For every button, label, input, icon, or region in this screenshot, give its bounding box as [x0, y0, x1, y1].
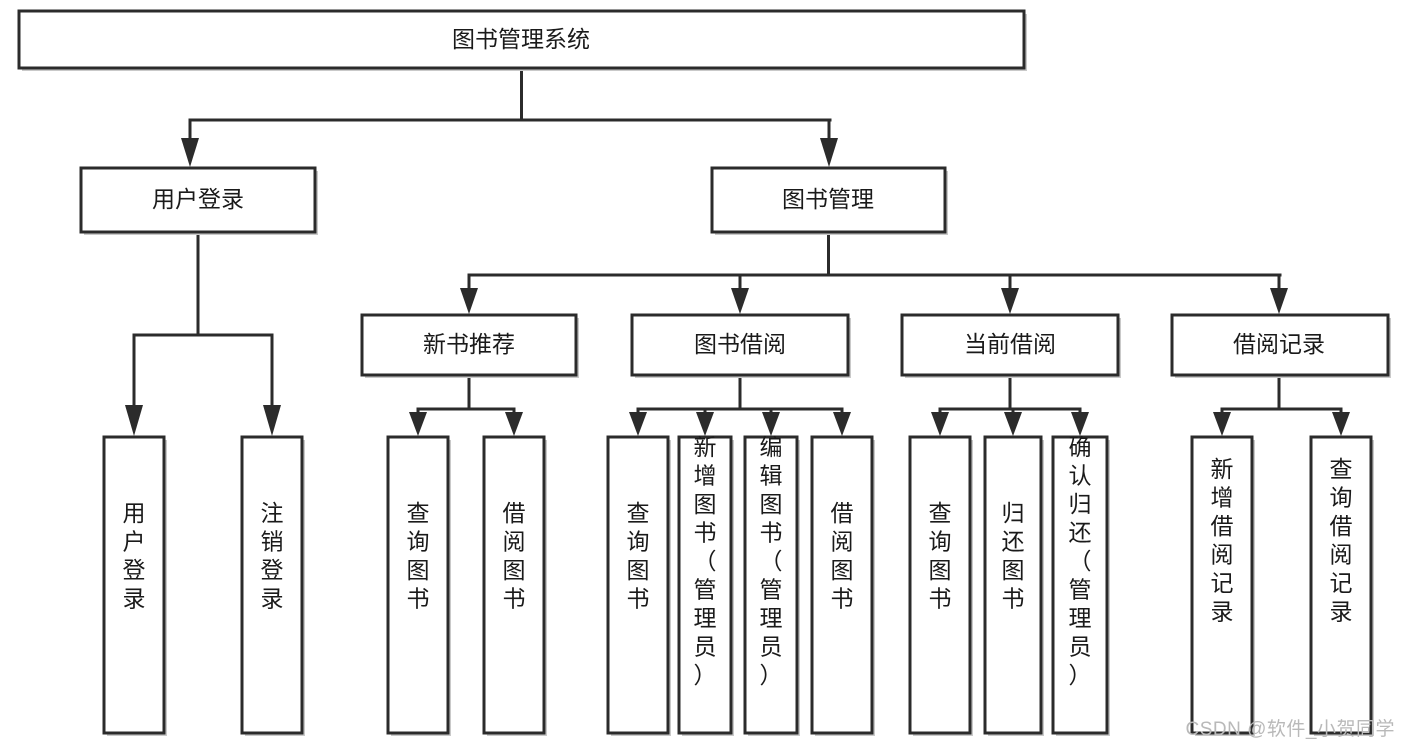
node-leaf-confirm-return-admin[interactable]	[1051, 435, 1110, 736]
node-root-book-management-system[interactable]: 图书管理系统	[17, 9, 1027, 71]
leaf-add-book-admin-label: 新增图书（管理员）	[694, 434, 717, 688]
node-leaf-logout-login[interactable]	[240, 435, 305, 736]
arrow-to-leaf-edit-book-admin	[762, 412, 780, 436]
leaf-query-book-1-label: 查询图书	[407, 500, 430, 612]
leaf-borrow-book-2-label: 借阅图书	[831, 500, 854, 612]
leaf-borrow-book-1-label: 借阅图书	[503, 500, 526, 612]
node-leaf-borrow-book-1[interactable]	[482, 435, 547, 736]
edge-layer	[125, 66, 1350, 436]
leaf-query-book-3-label: 查询图书	[929, 500, 952, 612]
node-user-login[interactable]: 用户登录	[79, 166, 318, 235]
leaf-query-borrow-record-label: 查询借阅记录	[1330, 456, 1353, 625]
leaf-edit-book-admin-label: 编辑图书（管理员）	[760, 434, 783, 688]
arrow-to-book-manage	[820, 138, 838, 167]
node-book-manage[interactable]: 图书管理	[710, 166, 948, 235]
node-book-manage-label: 图书管理	[782, 186, 874, 212]
leaf-user-login-label: 用户登录	[123, 500, 146, 612]
node-borrow-record[interactable]: 借阅记录	[1170, 313, 1391, 378]
arrow-to-leaf-add-borrow-record	[1213, 412, 1231, 436]
leaf-return-book-label: 归还图书	[1002, 500, 1025, 612]
node-leaf-query-book-2[interactable]	[606, 435, 671, 736]
arrow-to-leaf-borrow-book-2	[833, 412, 851, 436]
node-book-borrow[interactable]: 图书借阅	[630, 313, 851, 378]
node-leaf-borrow-book-2[interactable]	[810, 435, 875, 736]
leaf-logout-login-label: 注销登录	[261, 500, 284, 612]
node-leaf-edit-book-admin[interactable]	[743, 435, 800, 736]
node-borrow-record-label: 借阅记录	[1233, 331, 1325, 357]
arrow-to-leaf-query-book-3	[931, 412, 949, 436]
arrow-to-borrow-record	[1270, 288, 1288, 314]
node-new-book-recommend-label: 新书推荐	[423, 331, 515, 357]
node-layer: 图书管理系统 用户登录 图书管理 新书推荐	[17, 9, 1391, 736]
csdn-watermark: CSDN @软件_小贺同学	[1185, 719, 1395, 740]
arrow-to-new-book-recommend	[460, 288, 478, 314]
arrow-to-leaf-confirm-return-admin	[1071, 412, 1089, 436]
arrow-to-user-login	[181, 138, 199, 167]
arrow-to-leaf-logout-login	[263, 405, 281, 436]
node-leaf-add-borrow-record[interactable]	[1190, 435, 1255, 736]
node-root-label: 图书管理系统	[452, 26, 590, 52]
arrow-to-leaf-add-book-admin	[696, 412, 714, 436]
node-new-book-recommend[interactable]: 新书推荐	[360, 313, 579, 378]
arrow-to-leaf-query-borrow-record	[1332, 412, 1350, 436]
node-user-login-label: 用户登录	[152, 186, 244, 212]
node-book-borrow-label: 图书借阅	[694, 331, 786, 357]
arrow-to-leaf-borrow-book-1	[505, 412, 523, 436]
node-leaf-return-book[interactable]	[983, 435, 1044, 736]
arrow-to-book-borrow	[731, 288, 749, 314]
leaf-label-layer: 用户登录 注销登录 查询图书 借阅图书 查询图书 新增图书（管理员） 编辑图书（…	[123, 434, 1353, 688]
arrow-to-leaf-return-book	[1004, 412, 1022, 436]
node-leaf-add-book-admin[interactable]	[677, 435, 734, 736]
leaf-confirm-return-admin-label: 确认归还（管理员）	[1069, 434, 1092, 688]
node-current-borrow-label: 当前借阅	[964, 331, 1056, 357]
leaf-query-book-2-label: 查询图书	[627, 500, 650, 612]
arrow-to-leaf-user-login	[125, 405, 143, 436]
node-leaf-user-login[interactable]	[102, 435, 167, 736]
node-leaf-query-book-3[interactable]	[908, 435, 973, 736]
arrow-to-leaf-query-book-1	[409, 412, 427, 436]
leaf-add-borrow-record-label: 新增借阅记录	[1211, 456, 1234, 625]
node-leaf-query-borrow-record[interactable]	[1309, 435, 1374, 736]
node-current-borrow[interactable]: 当前借阅	[900, 313, 1121, 378]
arrow-to-current-borrow	[1001, 288, 1019, 314]
arrow-to-leaf-query-book-2	[629, 412, 647, 436]
node-leaf-query-book-1[interactable]	[386, 435, 451, 736]
